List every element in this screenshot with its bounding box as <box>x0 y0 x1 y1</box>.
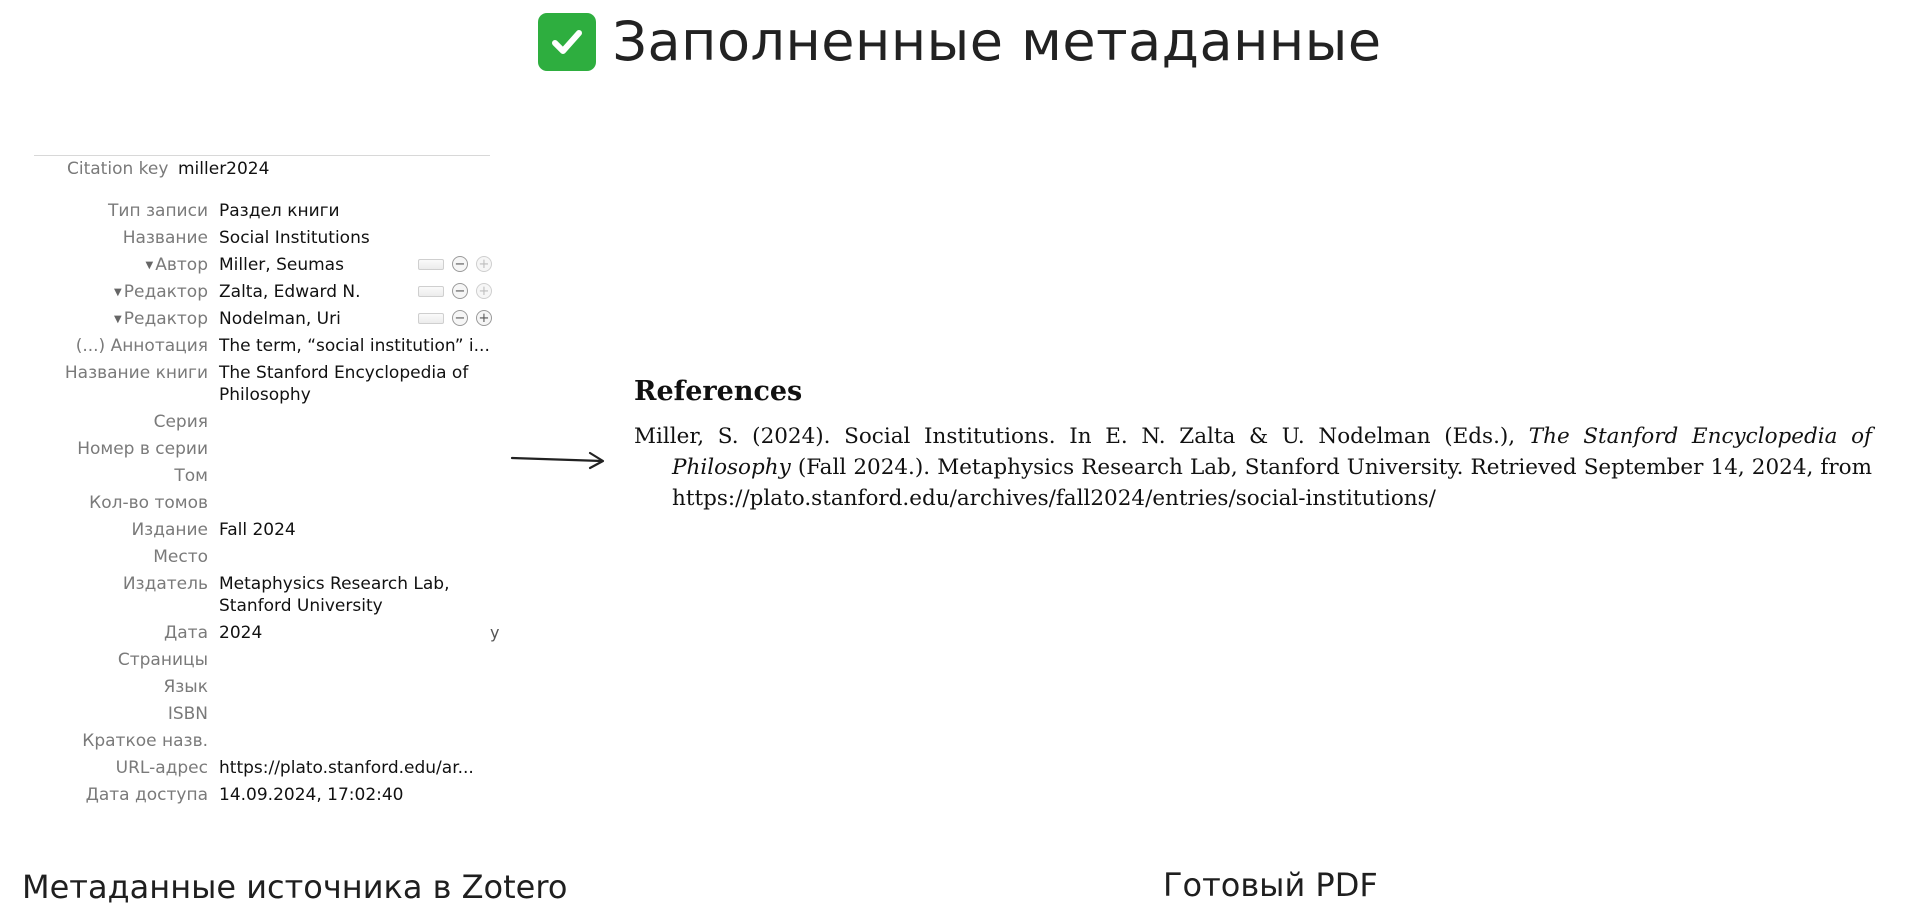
add-creator-icon[interactable]: + <box>476 283 492 299</box>
edition-field[interactable]: Fall 2024 <box>219 520 296 540</box>
zotero-caption: Метаданные источника в Zotero <box>22 868 568 906</box>
creator-controls: − + <box>418 310 492 326</box>
pdf-references: References Miller, S. (2024). Social Ins… <box>634 376 1872 514</box>
arrow-right-icon <box>510 451 605 470</box>
add-creator-icon[interactable]: + <box>476 310 492 326</box>
field-label: Место <box>153 547 208 567</box>
field-label: Издание <box>131 520 208 540</box>
field-label: Кол-во томов <box>89 493 208 513</box>
item-type-select[interactable]: Раздел книги <box>219 201 340 221</box>
field-label[interactable]: URL-адрес <box>115 758 208 778</box>
remove-creator-icon[interactable]: − <box>452 283 468 299</box>
field-label: Дата <box>163 623 208 643</box>
field-label: Номер в серии <box>77 439 208 459</box>
field-label: Автор <box>155 255 208 275</box>
reference-text: Miller, S. (2024). Social Institutions. … <box>634 424 1529 449</box>
field-label: Тип записи <box>108 201 208 221</box>
creator-controls: − + <box>418 256 492 272</box>
page-title: Заполненные метаданные <box>0 10 1920 73</box>
field-label: Название <box>122 228 208 248</box>
field-label: Редактор <box>123 309 208 329</box>
creator-type-menu[interactable]: ▼Автор <box>146 254 208 277</box>
title-field[interactable]: Social Institutions <box>219 228 370 248</box>
creator-controls: − + <box>418 283 492 299</box>
author-field[interactable]: Miller, Seumas <box>219 255 344 275</box>
references-heading: References <box>634 376 803 407</box>
field-label: Том <box>174 466 208 486</box>
triangle-down-icon: ▼ <box>114 287 122 298</box>
switch-name-mode-icon[interactable] <box>418 285 444 297</box>
field-label: Название книги <box>64 363 208 383</box>
reference-entry: Miller, S. (2024). Social Institutions. … <box>634 421 1872 514</box>
access-date-field[interactable]: 14.09.2024, 17:02:40 <box>219 785 404 805</box>
book-title-field[interactable]: The Stanford Encyclopedia of Philosophy <box>219 363 469 405</box>
pdf-caption: Готовый PDF <box>1163 866 1378 904</box>
check-mark-button-icon <box>538 12 597 71</box>
field-label: Страницы <box>117 650 208 670</box>
url-field[interactable]: https://plato.stanford.edu/ar... <box>219 758 474 778</box>
abstract-field[interactable]: The term, “social institution” i... <box>219 336 490 356</box>
editor-field[interactable]: Zalta, Edward N. <box>219 282 361 302</box>
field-label: Издатель <box>122 574 208 594</box>
divider <box>34 155 490 156</box>
triangle-down-icon: ▼ <box>114 314 122 325</box>
publisher-field[interactable]: Metaphysics Research Lab, Stanford Unive… <box>219 574 450 616</box>
date-field[interactable]: 2024 <box>219 623 263 643</box>
citation-key-label: Citation key <box>67 159 169 179</box>
reference-book-title: The Stanford Encyclopedia of Philosophy <box>672 424 1872 480</box>
citation-key-value[interactable]: miller2024 <box>178 159 270 179</box>
field-label: Редактор <box>123 282 208 302</box>
field-label: Язык <box>163 677 208 697</box>
field-label: Дата доступа <box>85 785 208 805</box>
remove-creator-icon[interactable]: − <box>452 256 468 272</box>
add-creator-icon[interactable]: + <box>476 256 492 272</box>
field-label[interactable]: (...) Аннотация <box>75 336 208 356</box>
date-format-indicator: y <box>490 623 500 642</box>
triangle-down-icon: ▼ <box>145 260 154 271</box>
title-text: Заполненные метаданные <box>612 10 1382 73</box>
field-label: ISBN <box>167 704 208 724</box>
creator-type-menu[interactable]: ▼Редактор <box>114 281 208 304</box>
field-label: Краткое назв. <box>82 731 208 751</box>
creator-type-menu[interactable]: ▼Редактор <box>114 308 208 331</box>
switch-name-mode-icon[interactable] <box>418 258 444 270</box>
editor-field[interactable]: Nodelman, Uri <box>219 309 341 329</box>
remove-creator-icon[interactable]: − <box>452 310 468 326</box>
switch-name-mode-icon[interactable] <box>418 312 444 324</box>
field-label: Серия <box>153 412 208 432</box>
reference-text: (Fall 2024.). Metaphysics Research Lab, … <box>672 455 1872 511</box>
